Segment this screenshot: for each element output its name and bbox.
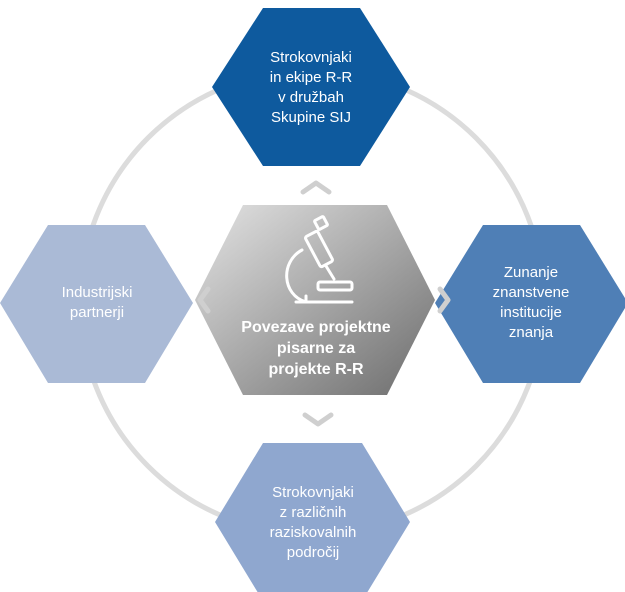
- hexagon-bottom: [215, 443, 410, 592]
- node-label-right: Zunanje znanstvene institucije znanja: [492, 264, 570, 341]
- node-label-top: Strokovnjaki in ekipe R-R v družbah Skup…: [269, 49, 353, 126]
- center-label: Povezave projektne pisarne za projekte R…: [241, 318, 391, 378]
- chevron-down-icon: [302, 412, 334, 427]
- microscope-icon: [285, 215, 354, 304]
- chevron-up-icon: [300, 180, 332, 195]
- hexagon-right: [435, 225, 625, 383]
- chevron-right-icon: [437, 286, 451, 314]
- hexagon-center: [195, 205, 435, 395]
- hexagon-left: [0, 225, 193, 383]
- chevron-left-icon: [197, 286, 211, 314]
- node-label-bottom: Strokovnjaki z različnih raziskovalnih p…: [269, 484, 357, 561]
- node-label-left: Industrijski partnerji: [61, 284, 133, 321]
- hexagon-top: [212, 8, 410, 166]
